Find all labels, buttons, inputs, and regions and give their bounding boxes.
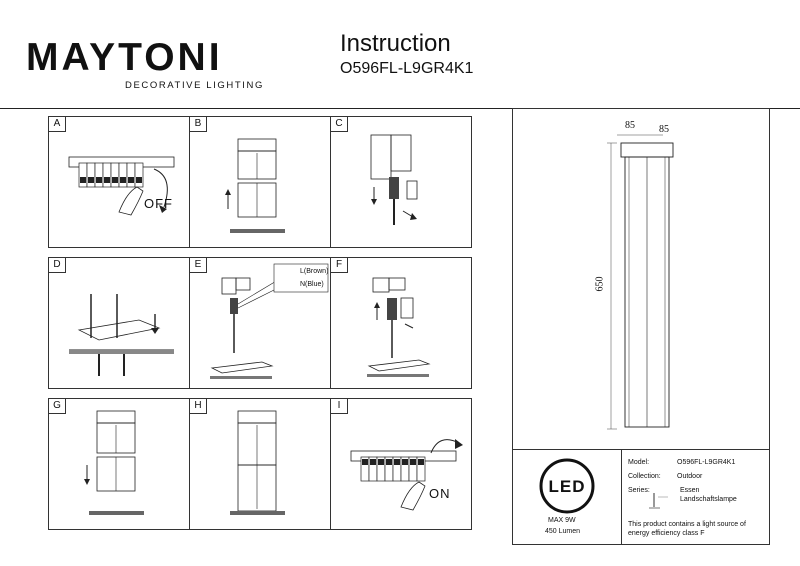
step-c: C [330, 116, 472, 248]
junction-box-illustration [367, 277, 431, 377]
step-d: D [48, 257, 190, 389]
step-f: F [330, 257, 472, 389]
step-label: B [190, 117, 207, 132]
off-text: OFF [144, 196, 173, 211]
wire-blue-label: N(Blue) [300, 281, 324, 288]
led-circle-icon [539, 458, 595, 514]
lamp-dimensions-drawing [607, 134, 674, 430]
spec-note-line1: This product contains a light source of [628, 521, 746, 528]
dim-depth: 85 [659, 124, 669, 135]
led-logo: LED [548, 477, 586, 496]
spec-series-value: Essen [680, 487, 700, 494]
brand-subtitle: DECORATIVE LIGHTING [125, 80, 264, 91]
wire-brown-label: L(Brown) [300, 268, 329, 275]
base-mounting-illustration [69, 294, 174, 376]
step-label: H [190, 399, 207, 414]
step-label: I [331, 399, 348, 414]
step-label: A [49, 117, 66, 132]
lamp-removal-illustration [225, 138, 285, 233]
dimensions-panel: 85 85 650 [512, 108, 770, 545]
spec-series-label: Series: [628, 487, 650, 494]
cable-connection-illustration [370, 134, 418, 225]
header-divider [0, 108, 800, 109]
step-e: E L(Brown) N(Blue) [189, 257, 331, 389]
spec-series-sub: Landschaftslampe [680, 496, 737, 503]
step-label: E [190, 258, 207, 273]
step-i: I ON [330, 398, 472, 530]
on-text: ON [429, 486, 451, 501]
spec-collection-value: Outdoor [677, 473, 703, 480]
led-badge: LED [538, 457, 596, 515]
step-g: G [48, 398, 190, 530]
spec-note-line2: energy efficiency class F [628, 530, 705, 537]
page-title: Instruction [340, 30, 451, 57]
lamp-installed-illustration [230, 410, 285, 515]
spec-collection-label: Collection: [628, 473, 661, 480]
step-label: F [331, 258, 348, 273]
spec-model-value: O596FL-L9GR4K1 [677, 459, 736, 466]
step-label: D [49, 258, 66, 273]
lamp-install-illustration [84, 410, 144, 515]
step-h: H [189, 398, 331, 530]
led-power: MAX 9W [548, 517, 576, 524]
breaker-off-illustration [68, 156, 175, 216]
wiring-illustration [210, 263, 329, 379]
step-a: A OFF [48, 116, 190, 248]
model-number: O596FL-L9GR4K1 [340, 60, 474, 77]
panel-divider [512, 449, 770, 450]
dim-width: 85 [625, 120, 635, 131]
panel-vertical-divider [621, 449, 622, 545]
step-label: C [331, 117, 348, 132]
dim-height: 650 [594, 276, 606, 292]
led-lumen: 450 Lumen [545, 528, 581, 535]
lamp-series-icon [649, 493, 668, 509]
step-label: G [49, 399, 66, 414]
breaker-on-illustration [350, 439, 463, 511]
step-b: B [189, 116, 331, 248]
spec-model-label: Model: [628, 459, 650, 466]
brand-logo: MAYTONI [26, 36, 223, 79]
